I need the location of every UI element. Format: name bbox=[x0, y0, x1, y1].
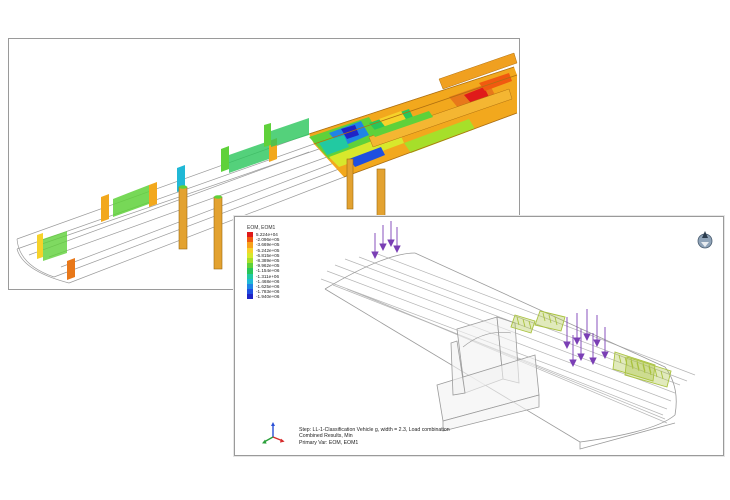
legend-entry: -9.962e+05 bbox=[245, 263, 305, 269]
legend-value: -1.311e+06 bbox=[256, 273, 280, 279]
step-info-line: Combined Results, Min bbox=[299, 433, 353, 440]
legend-entry: -2.096e+05 bbox=[245, 237, 305, 243]
legend-swatch bbox=[247, 263, 253, 269]
legend-swatch bbox=[247, 273, 253, 279]
legend-swatch bbox=[247, 232, 253, 238]
legend-entry: -8.389e+05 bbox=[245, 257, 305, 264]
legend-entry: -1.940e+06 bbox=[245, 294, 305, 300]
legend-value: -1.783e+06 bbox=[256, 289, 280, 295]
legend-swatch bbox=[247, 283, 253, 290]
legend-value: -2.096e+05 bbox=[256, 237, 280, 243]
view-cube-icon[interactable] bbox=[695, 229, 715, 251]
legend-title: EOM, EOM1 bbox=[247, 225, 276, 231]
legend-value: -8.389e+05 bbox=[256, 257, 280, 263]
legend-entry: 5.224e+04 bbox=[245, 232, 305, 238]
legend-value: -9.962e+05 bbox=[256, 263, 280, 269]
legend-value: -6.815e+05 bbox=[256, 252, 280, 258]
legend-swatch bbox=[247, 242, 253, 248]
legend-value: -1.625e+06 bbox=[256, 283, 280, 289]
legend-value: -3.669e+05 bbox=[256, 242, 280, 248]
legend-swatch bbox=[247, 268, 253, 274]
bridge-load-model bbox=[320, 221, 696, 450]
bridge-deck-contour-model bbox=[16, 52, 518, 284]
legend-swatch bbox=[247, 278, 253, 284]
step-info: Step: LL-1-Classification Vehicle g, wid… bbox=[299, 427, 450, 446]
legend-entry: -1.625e+06 bbox=[245, 283, 305, 290]
legend-entry: -3.669e+05 bbox=[245, 242, 305, 248]
legend-swatch bbox=[247, 247, 253, 253]
legend-entry: -1.468e+06 bbox=[245, 278, 305, 284]
legend-value: -1.468e+06 bbox=[256, 278, 280, 284]
legend-value: -1.940e+06 bbox=[256, 294, 280, 300]
legend-entry: -1.311e+06 bbox=[245, 273, 305, 279]
legend-value: -5.242e+05 bbox=[256, 247, 280, 253]
legend-entry: -6.815e+05 bbox=[245, 252, 305, 258]
axis-triad-icon bbox=[261, 421, 285, 447]
step-info-line: Step: LL-1-Classification Vehicle g, wid… bbox=[299, 427, 450, 433]
legend-swatch bbox=[247, 257, 253, 264]
legend-entry: -1.154e+06 bbox=[245, 268, 305, 274]
contour-legend: EOM, EOM1 5.224e+04 -2.096e+05 -3.669e+0… bbox=[245, 225, 305, 300]
legend-value: -1.154e+06 bbox=[256, 268, 280, 274]
legend-swatch bbox=[247, 294, 253, 300]
load-model-viewport[interactable]: EOM, EOM1 5.224e+04 -2.096e+05 -3.669e+0… bbox=[234, 216, 724, 456]
legend-swatch bbox=[247, 252, 253, 258]
legend-swatch bbox=[247, 237, 253, 243]
legend-entry: -5.242e+05 bbox=[245, 247, 305, 253]
legend-value: 5.224e+04 bbox=[256, 232, 278, 237]
legend-entry: -1.783e+06 bbox=[245, 289, 305, 295]
step-info-line: Primary Var: EOM, EOM1 bbox=[299, 439, 359, 446]
legend-swatch bbox=[247, 289, 253, 295]
